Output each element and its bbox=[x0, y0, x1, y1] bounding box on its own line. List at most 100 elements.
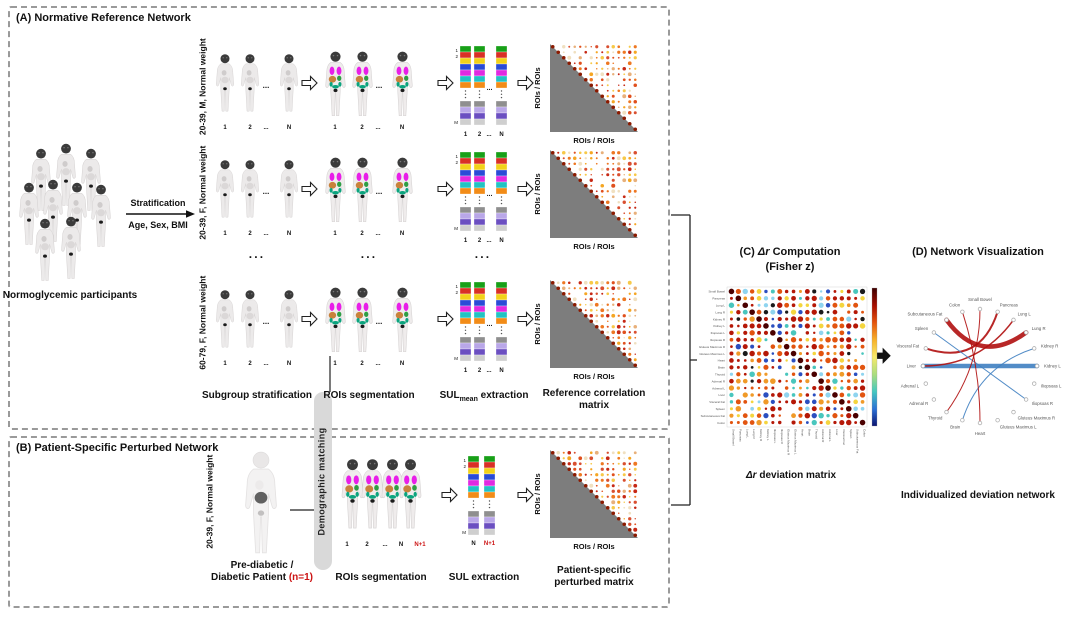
panel-b-title: (B) Patient-Specific Perturbed Network bbox=[16, 442, 219, 454]
row-ellipsis: ··· bbox=[360, 250, 378, 264]
network-node bbox=[1023, 330, 1029, 335]
patient-label: Pre-diabetic / Diabetic Patient (n=1) bbox=[192, 560, 332, 584]
network-node bbox=[1032, 381, 1037, 386]
network-node bbox=[1011, 317, 1016, 323]
network-node bbox=[1032, 346, 1037, 351]
svg-text:Iliopsoas R: Iliopsoas R bbox=[710, 338, 726, 342]
svg-text:Colon: Colon bbox=[717, 421, 725, 425]
network-node bbox=[931, 330, 937, 335]
network-node bbox=[931, 397, 937, 402]
svg-text:Lung R: Lung R bbox=[1032, 326, 1046, 331]
network-node bbox=[977, 420, 983, 426]
svg-text:Visceral Fat: Visceral Fat bbox=[897, 344, 920, 349]
network-node bbox=[923, 346, 928, 351]
stage-arrow-icon bbox=[872, 347, 891, 364]
svg-text:Kidney R: Kidney R bbox=[759, 429, 763, 442]
svg-text:Kidney R: Kidney R bbox=[713, 317, 726, 321]
svg-text:Adrenal L: Adrenal L bbox=[901, 383, 920, 388]
sul-rest: extraction bbox=[477, 390, 529, 401]
subgroup-label-2: 20-39, F, Normal weight bbox=[197, 145, 208, 240]
svg-text:Kidney L: Kidney L bbox=[713, 324, 725, 328]
svg-text:Brain: Brain bbox=[807, 429, 811, 436]
heatmap-colorbar bbox=[871, 287, 878, 427]
svg-text:Adrenal L: Adrenal L bbox=[828, 429, 832, 442]
svg-text:Visceral Fat: Visceral Fat bbox=[842, 429, 846, 445]
sul-main: SUL bbox=[439, 390, 460, 401]
panel-c-title-line1: (C) Δr Computation bbox=[700, 246, 880, 258]
subgroup-label-1: 20-39, M, Normal weight bbox=[197, 38, 208, 136]
stage-label-segmentation-b: ROIs segmentation bbox=[335, 572, 427, 583]
svg-text:Gluteus Maximus R: Gluteus Maximus R bbox=[1018, 415, 1056, 420]
stage-label-sul-b: SUL extraction bbox=[448, 572, 520, 583]
svg-text:Thyroid: Thyroid bbox=[715, 372, 725, 376]
svg-text:Small Bowel: Small Bowel bbox=[968, 297, 992, 302]
svg-text:Subcutaneous Fat: Subcutaneous Fat bbox=[701, 414, 726, 418]
svg-text:Adrenal L: Adrenal L bbox=[712, 386, 725, 390]
network-node bbox=[960, 309, 965, 314]
svg-text:Kidney L: Kidney L bbox=[766, 429, 770, 441]
patient-label-text: Diabetic Patient bbox=[211, 571, 289, 583]
svg-text:Iliopsoas L: Iliopsoas L bbox=[711, 331, 726, 335]
svg-text:Gluteus Maximus R: Gluteus Maximus R bbox=[699, 345, 726, 349]
svg-text:Heart: Heart bbox=[975, 431, 986, 436]
svg-text:Small Bowel: Small Bowel bbox=[708, 290, 725, 294]
svg-text:Iliopsoas R: Iliopsoas R bbox=[1032, 401, 1053, 406]
stage-label-segmentation-a: ROIs segmentation bbox=[323, 390, 415, 401]
svg-text:Lung L: Lung L bbox=[745, 429, 749, 439]
svg-text:Visceral Fat: Visceral Fat bbox=[709, 400, 725, 404]
network-edge bbox=[961, 347, 1035, 421]
row-ellipsis: ··· bbox=[248, 250, 266, 264]
network-node bbox=[920, 363, 926, 369]
svg-text:Liver: Liver bbox=[835, 429, 839, 436]
subgroup-label-3: 60-79, F, Normal weight bbox=[197, 275, 208, 370]
svg-text:Kidney L: Kidney L bbox=[1044, 364, 1061, 369]
svg-text:Pancreas: Pancreas bbox=[712, 297, 725, 301]
svg-text:Brain: Brain bbox=[718, 366, 725, 370]
row-ellipsis: ··· bbox=[474, 250, 492, 264]
svg-text:Iliopsoas L: Iliopsoas L bbox=[773, 429, 777, 444]
network-node bbox=[923, 381, 928, 386]
heatmap-caption-dr: Δr bbox=[745, 470, 757, 481]
network-node bbox=[1011, 409, 1016, 415]
stage-label-sul-a: SULmean extraction bbox=[414, 390, 554, 404]
network-edge bbox=[946, 308, 981, 413]
heatmap-caption-rest: deviation matrix bbox=[756, 470, 837, 481]
sul-sub: mean bbox=[459, 396, 478, 403]
subgroup-label-patient: 20-39, F, Normal weight bbox=[204, 454, 215, 549]
svg-text:Gluteus Maximus R: Gluteus Maximus R bbox=[787, 429, 791, 456]
panel-c-title-dr: Δr bbox=[757, 246, 770, 258]
patient-label-line1: Pre-diabetic / bbox=[230, 560, 294, 571]
svg-text:Colon: Colon bbox=[949, 303, 961, 308]
svg-text:Spleen: Spleen bbox=[849, 429, 853, 439]
patient-label-line2: Diabetic Patient (n=1) bbox=[192, 572, 332, 584]
svg-text:Adrenal R: Adrenal R bbox=[712, 379, 726, 383]
svg-text:Thyroid: Thyroid bbox=[928, 415, 943, 420]
stratification-criteria: Age, Sex, BMI bbox=[128, 220, 188, 230]
svg-text:Colon: Colon bbox=[863, 429, 867, 437]
svg-text:Pancreas: Pancreas bbox=[738, 429, 742, 442]
network-node bbox=[944, 409, 949, 415]
network-caption: Individualized deviation network bbox=[901, 490, 1055, 501]
network-edge bbox=[922, 319, 1015, 367]
svg-text:Lung R: Lung R bbox=[715, 310, 726, 314]
network-node bbox=[960, 418, 965, 423]
demographic-matching-ribbon bbox=[314, 392, 332, 570]
panel-a-border bbox=[8, 6, 670, 430]
svg-text:Pancreas: Pancreas bbox=[1000, 303, 1018, 308]
svg-text:Lung R: Lung R bbox=[752, 429, 756, 440]
svg-text:Thyroid: Thyroid bbox=[814, 429, 818, 439]
network-edge bbox=[944, 317, 1029, 349]
connector-bracket-to-c bbox=[671, 214, 697, 506]
svg-text:Brain: Brain bbox=[950, 424, 961, 429]
svg-text:Heart: Heart bbox=[800, 429, 804, 437]
network-edge bbox=[933, 332, 1027, 400]
network-node bbox=[1034, 363, 1040, 369]
stage-label-reference-matrix: Reference correlation matrix bbox=[542, 388, 646, 411]
network-node bbox=[944, 317, 949, 323]
svg-text:Liver: Liver bbox=[907, 364, 917, 369]
svg-text:Spleen: Spleen bbox=[915, 326, 929, 331]
svg-text:Spleen: Spleen bbox=[716, 407, 726, 411]
svg-text:Subcutaneous Fat: Subcutaneous Fat bbox=[907, 312, 943, 317]
